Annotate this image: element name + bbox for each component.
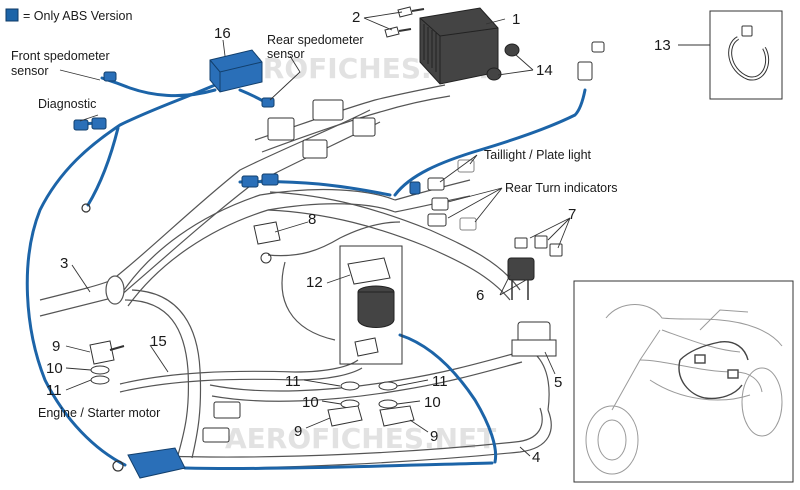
label-rear-sensor-line1: Rear spedometer [267,33,364,47]
label-front-sensor-line1: Front spedometer [11,49,110,63]
abs-connector-diagnostic-b [91,117,107,130]
callout-12: 12 [306,274,323,291]
callout-10-mid: 10 [302,394,319,411]
callout-9-mid: 9 [294,423,302,440]
abs-connector-mid-b [261,173,279,186]
callout-10-right: 10 [424,394,441,411]
callout-4: 4 [532,449,540,466]
abs-connector-rear-sensor [261,97,275,108]
engine-connectors [202,401,241,443]
legend-swatch [5,8,19,22]
rear-connector-block [267,41,605,159]
abs-connector-rear [409,181,421,195]
callout-11-right: 11 [432,373,448,390]
callout-3: 3 [60,255,68,272]
abs-connector-mid-a [241,175,259,188]
label-diagnostic: Diagnostic [38,97,96,111]
voltage-regulator [419,7,499,85]
tail-connectors [427,159,477,231]
callout-11-mid: 11 [285,373,301,390]
abs-connector-diagnostic-a [73,119,89,131]
connector-eight [253,221,281,264]
callout-14: 14 [536,62,553,79]
main-harness [39,84,552,469]
leader-lines [59,11,710,457]
abs-control-unit [209,49,263,93]
label-engine-starter: Engine / Starter motor [38,406,160,420]
abs-connector-bottom [127,447,186,479]
callout-10-left: 10 [46,360,63,377]
bolts [384,6,425,38]
callout-6: 6 [476,287,484,304]
cable-tie [728,25,770,81]
ring-terminal [112,460,124,472]
callout-16: 16 [214,25,231,42]
connector-six [507,257,535,300]
callout-2: 2 [352,9,360,26]
ring-terminal-left [81,203,91,213]
callout-5: 5 [554,374,562,391]
legend-text: = Only ABS Version [23,9,132,23]
fuses [514,235,563,257]
grommet [511,321,557,357]
label-rear-turn: Rear Turn indicators [505,181,618,195]
motorcycle-wiring [678,341,749,400]
callout-15: 15 [150,333,167,350]
abs-connector-front-sensor [103,71,117,82]
callout-1: 1 [512,11,520,28]
callout-7: 7 [568,206,576,223]
motorcycle-inset-box [573,280,794,483]
label-rear-sensor-line2: sensor [267,47,305,61]
horn-relay-box [339,245,403,365]
nuts [486,43,520,81]
callout-8: 8 [308,211,316,228]
label-front-sensor-line2: sensor [11,64,49,78]
clip-inset-box [709,10,783,100]
callout-9-left: 9 [52,338,60,355]
callout-13: 13 [654,37,671,54]
label-taillight: Taillight / Plate light [484,148,592,162]
left-parts [89,340,125,385]
mid-parts [327,381,415,427]
watermark-bottom: AEROFICHES.NET [225,422,496,455]
motorcycle-outline [585,304,783,475]
callout-11-left: 11 [46,382,62,399]
callout-9-right: 9 [430,428,438,445]
